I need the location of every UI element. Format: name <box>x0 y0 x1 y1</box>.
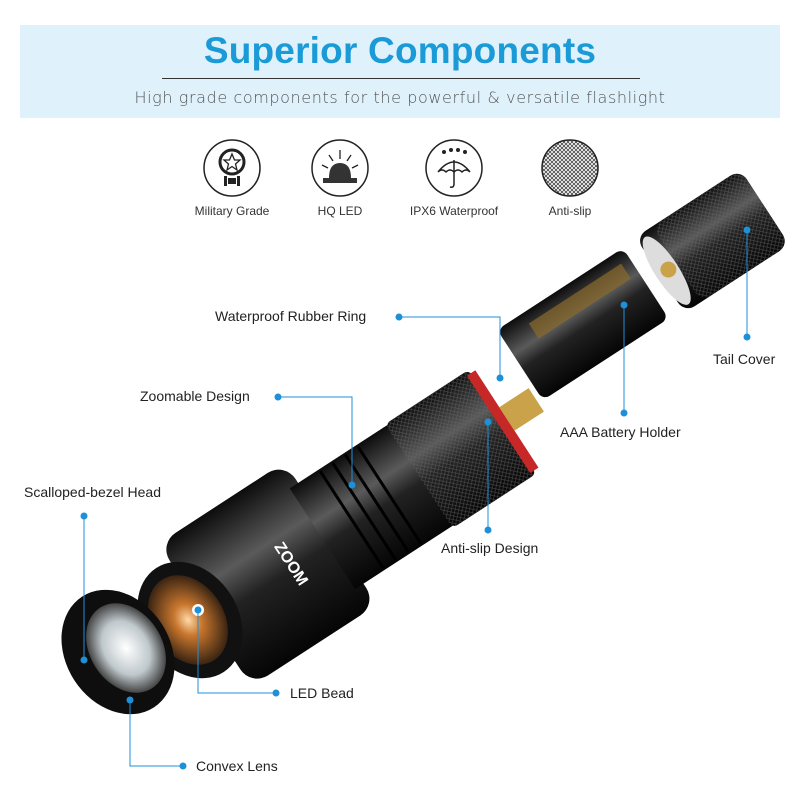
battery-holder <box>500 251 666 398</box>
callout-led-bead: LED Bead <box>290 685 354 701</box>
convex-lens <box>86 603 166 693</box>
page-subtitle: High grade components for the powerful &… <box>134 88 666 107</box>
led-light-icon <box>311 139 369 197</box>
callout-bezel-head: Scalloped-bezel Head <box>24 484 161 500</box>
callout-zoomable: Zoomable Design <box>140 388 250 404</box>
medal-star-icon <box>203 139 261 197</box>
feature-label: Military Grade <box>194 204 270 218</box>
page-title: Superior Components <box>203 30 597 71</box>
feature-ipx6-waterproof: IPX6 Waterproof <box>394 138 514 218</box>
callout-rubber-ring: Waterproof Rubber Ring <box>215 308 367 324</box>
umbrella-rain-icon <box>425 139 483 197</box>
title-divider <box>162 78 640 79</box>
callout-convex-lens: Convex Lens <box>196 758 278 774</box>
callout-lines <box>83 230 748 767</box>
callout-tail-cover: Tail Cover <box>713 351 776 367</box>
feature-military-grade: Military Grade <box>172 138 292 218</box>
feature-anti-slip: Anti-slip <box>510 138 630 218</box>
callout-anti-slip: Anti-slip Design <box>441 540 539 556</box>
knurled-texture-icon <box>541 139 599 197</box>
feature-label: IPX6 Waterproof <box>409 204 499 218</box>
header-banner <box>20 25 780 118</box>
tail-cover <box>640 173 785 309</box>
feature-label: Anti-slip <box>548 204 592 218</box>
callout-dots <box>80 226 751 770</box>
callout-battery-holder: AAA Battery Holder <box>560 424 681 440</box>
feature-hq-led: HQ LED <box>280 138 400 218</box>
feature-label: HQ LED <box>317 204 363 218</box>
